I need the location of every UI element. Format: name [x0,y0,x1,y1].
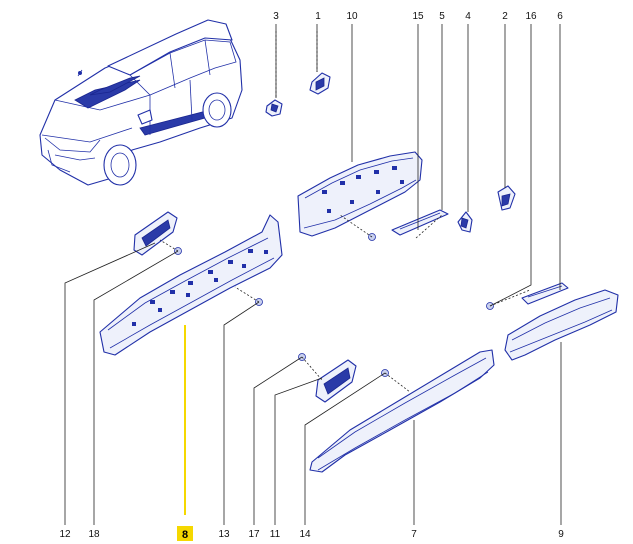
callout-14[interactable]: 14 [299,529,311,540]
part-15-strip [391,209,449,236]
callouts-top: 3 1 10 15 5 4 2 16 6 [273,11,563,22]
leader-lines [64,24,562,525]
part-2-clip [497,185,516,211]
part-12-insert [133,211,178,256]
callout-17[interactable]: 17 [248,529,260,540]
callout-8[interactable]: 8 [182,529,188,541]
part-1-bracket [309,72,331,95]
callout-10[interactable]: 10 [346,11,358,22]
part-9-front-moulding [504,289,619,361]
part-3-clip [265,99,283,117]
part-11-insert [315,359,357,403]
callout-15[interactable]: 15 [412,11,424,22]
callout-9[interactable]: 9 [558,529,564,540]
callout-11[interactable]: 11 [270,529,281,540]
part-6-strip [521,282,569,305]
callout-6[interactable]: 6 [557,11,563,22]
part-10-rear-door-moulding [297,151,423,237]
part-8-front-door-moulding [99,214,283,356]
part-7-sill-moulding [309,349,495,473]
callout-18[interactable]: 18 [88,529,100,540]
callout-16[interactable]: 16 [525,11,537,22]
vehicle-illustration [39,19,243,186]
callout-7[interactable]: 7 [411,529,417,540]
callout-3[interactable]: 3 [273,11,279,22]
callout-13[interactable]: 13 [218,529,230,540]
callout-5[interactable]: 5 [439,11,445,22]
callout-2[interactable]: 2 [502,11,508,22]
part-4-clip [457,211,473,233]
callout-1[interactable]: 1 [315,11,321,22]
callout-4[interactable]: 4 [465,11,471,22]
callouts-bottom: 12 18 8 13 17 11 14 7 9 [59,526,564,541]
callout-12[interactable]: 12 [59,529,71,540]
callout-8-highlight[interactable]: 8 [177,526,193,541]
